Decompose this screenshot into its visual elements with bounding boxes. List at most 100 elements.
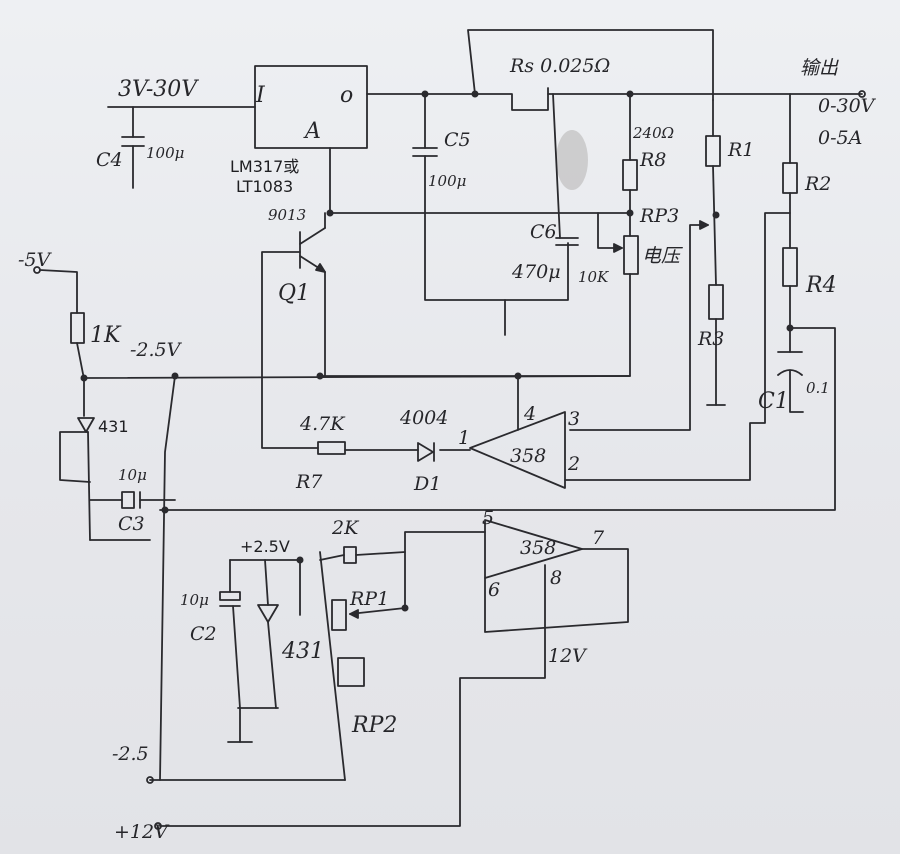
u431-top-feedback (59, 431, 91, 483)
q1-type-label: 9013 (268, 206, 306, 224)
junction-dot (626, 209, 634, 217)
r2k-right-lead (355, 551, 406, 556)
junction-dot (421, 90, 429, 98)
c2-value-label: 10μ (180, 591, 209, 609)
r1-label: R1 (727, 139, 754, 161)
opamp1-pin4-label: 4 (523, 403, 536, 425)
r1-body (705, 135, 721, 167)
r3-label: R3 (697, 328, 724, 350)
sense-resistor-section (467, 29, 866, 239)
r2k-left-lead (319, 554, 345, 561)
u431-top-label: 431 (98, 417, 129, 436)
opamp2-pin7-label: 7 (592, 527, 605, 549)
c1-plate-bottom (777, 369, 803, 376)
r8-body (622, 159, 638, 191)
junction-dot (514, 372, 522, 380)
r1k-body (70, 312, 85, 344)
opamp1-pin2-wire (564, 212, 791, 481)
opamp1-pin1-label: 1 (458, 427, 470, 449)
rp1-wiper-arrow (349, 609, 359, 619)
pos25v-label: +2.5V (240, 537, 290, 556)
junction-dot (296, 556, 304, 564)
r2-body (782, 162, 798, 194)
regulator-out-label: o (340, 83, 353, 108)
rp2-label: RP2 (351, 713, 397, 738)
r2-r4-chain (159, 93, 836, 511)
opamp1-pin3-wire (569, 224, 709, 431)
c1-node-wire (159, 327, 836, 511)
rs-body-wire (474, 87, 549, 111)
pos12v-terminal (154, 822, 162, 830)
q1-label: Q1 (278, 281, 310, 306)
c3-value-label: 10μ (118, 466, 147, 484)
v12-wire (159, 564, 546, 827)
junction-dots (80, 90, 794, 612)
q1-collector-leg (299, 227, 326, 245)
q1-base-wire (261, 251, 319, 449)
regulator-adj-label: A (303, 119, 321, 144)
voltage-regulator (254, 65, 476, 214)
rp3-value-label: 10K (578, 268, 609, 286)
rp3-wiper-arrow (613, 243, 623, 253)
output-current-label: 0-5A (818, 127, 862, 149)
c4-value-label: 100μ (146, 144, 184, 162)
r7-body (317, 441, 346, 455)
output-title-label: 输出 (800, 57, 839, 79)
junction-dot (471, 90, 479, 98)
r2k-body (343, 546, 357, 564)
junction-dot (401, 604, 409, 612)
c2-bottom-lead (232, 605, 241, 709)
input-section (107, 106, 256, 189)
r1-r3-chain (569, 99, 726, 431)
c1-value-label: 0.1 (806, 379, 830, 397)
r2k-label: 2K (331, 517, 360, 539)
r1k-label: 1K (90, 323, 122, 348)
opamp-2 (154, 519, 629, 830)
u431-bottom-lead (264, 559, 269, 606)
neg25v-bottom-label: -2.5 (112, 743, 149, 765)
c6-label: C6 (530, 221, 557, 243)
junction-dot (326, 209, 334, 217)
c3-label: C3 (118, 513, 145, 535)
output-terminal (858, 90, 866, 98)
c5-value-label: 100μ (428, 172, 466, 190)
junction-dot (786, 324, 794, 332)
c5-label: C5 (444, 129, 471, 151)
d1-label: D1 (413, 473, 441, 495)
r1-tap-arrow (699, 220, 709, 230)
output-voltage-label: 0-30V (818, 95, 877, 117)
opamp1-label: 358 (510, 445, 546, 467)
u431-bottom-symbol (257, 604, 279, 623)
c2-label: C2 (190, 623, 217, 645)
r7-label: R7 (295, 471, 323, 493)
q1-emitter-arrow (315, 263, 326, 273)
d1-body (417, 442, 434, 462)
capacitor-c6 (555, 237, 579, 246)
rp3-label: RP3 (639, 205, 679, 227)
regulator-part-label-2: LT1083 (236, 177, 293, 196)
rp1-wiper-wire (349, 607, 406, 615)
r1-r3-wire (712, 165, 717, 286)
neg5v-wire (39, 269, 78, 314)
rp1-label: RP1 (349, 588, 389, 610)
transistor-q1 (261, 212, 326, 449)
top-loop-wire (467, 29, 714, 101)
c5-ground-wire (424, 155, 569, 301)
junction-dot (626, 90, 634, 98)
opamp2-pin6-label: 6 (488, 579, 500, 601)
junction-dot (316, 372, 324, 380)
rp3-body (623, 235, 639, 275)
u431-bottom-ground (267, 621, 277, 709)
d1-type-label: 4004 (399, 407, 448, 429)
opamp2-feedback-wire (484, 548, 629, 633)
regulator-in-label: I (255, 83, 266, 108)
c3-body (121, 491, 135, 509)
c6-value-label: 470μ (511, 261, 561, 283)
rp3-wiper-wire (597, 212, 623, 249)
capacitor-c5 (412, 93, 569, 336)
neg25v-label: -2.5V (130, 339, 183, 361)
opamp2-pin8-label: 8 (550, 567, 562, 589)
junction-dot (161, 506, 169, 514)
